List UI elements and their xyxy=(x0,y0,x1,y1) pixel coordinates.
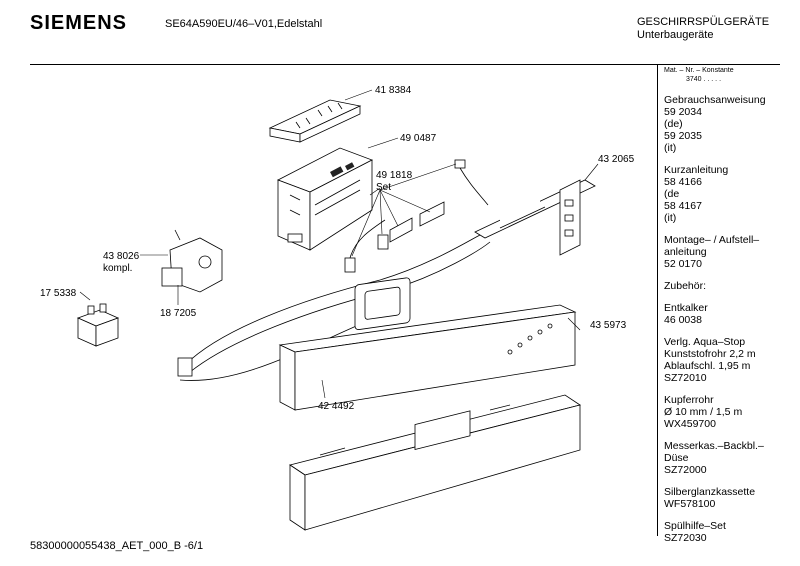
part-label-490487: 49 0487 xyxy=(400,133,437,144)
sidebar-line: 59 2034 xyxy=(664,106,702,118)
leader-lines xyxy=(79,89,599,399)
sidebar-line: Kurzanleitung xyxy=(664,164,729,176)
sidebar-line: Verlg. Aqua–Stop xyxy=(664,336,746,348)
sidebar-line: Silberglanzkassette xyxy=(664,486,756,498)
sidebar-line: 58 4167 xyxy=(664,200,702,212)
control-panel-part xyxy=(278,277,581,531)
sidebar-divider xyxy=(657,64,658,536)
sidebar-line: SZ72010 xyxy=(664,372,707,384)
valve-part xyxy=(161,229,223,293)
sidebar-line: 52 0170 xyxy=(664,258,702,270)
sidebar-line: (it) xyxy=(664,212,677,224)
sidebar-line: (it) xyxy=(664,142,677,154)
relay-part xyxy=(76,303,120,347)
sidebar-line: Gebrauchsanweisung xyxy=(664,94,766,106)
brand-logo: SIEMENS xyxy=(30,12,128,34)
sidebar-line: anleitung xyxy=(664,246,707,258)
sidebar-line: 46 0038 xyxy=(664,314,702,326)
part-label-432065: 43 2065 xyxy=(598,154,635,165)
sidebar: Mat. – Nr. – Konstante 3740 . . . . . Ge… xyxy=(664,66,794,544)
category-title: GESCHIRRSPÜLGERÄTE xyxy=(637,16,770,28)
part-label-187205: 18 7205 xyxy=(160,308,197,319)
sidebar-line: Messerkas.–Backbl.– xyxy=(664,440,764,452)
sidebar-group: Zubehör: xyxy=(664,280,794,292)
part-label-set: Set xyxy=(376,182,391,193)
sidebar-line: Entkalker xyxy=(664,302,708,314)
sidebar-line: 58 4166 xyxy=(664,176,702,188)
mat-nr-header: Mat. – Nr. – Konstante xyxy=(664,67,734,74)
sidebar-line: SZ72000 xyxy=(664,464,707,476)
category-subtitle: Unterbaugeräte xyxy=(637,29,714,41)
document-footer: 58300000055438_AET_000_B -6/1 xyxy=(30,540,204,552)
sidebar-line: Kupferrohr xyxy=(664,394,714,406)
part-label-175338: 17 5338 xyxy=(40,288,77,299)
button-strip-part xyxy=(268,99,362,143)
sidebar-line: Zubehör: xyxy=(664,280,707,292)
sidebar-line: Düse xyxy=(664,452,689,464)
part-label-438026: 43 8026 xyxy=(103,251,140,262)
part-label-435973: 43 5973 xyxy=(590,320,627,331)
model-number: SE64A590EU/46–V01,Edelstahl xyxy=(165,18,323,30)
sidebar-line: WF578100 xyxy=(664,498,716,510)
control-module-part xyxy=(277,147,373,251)
mat-nr-value: 3740 . . . . . xyxy=(686,76,722,83)
part-label-418384: 41 8384 xyxy=(375,85,412,96)
sidebar-line: Montage– / Aufstell– xyxy=(664,234,760,246)
sidebar-line: SZ72030 xyxy=(664,532,707,544)
exploded-diagram: 41 8384 49 0487 49 1818 Set 43 2065 43 8… xyxy=(40,85,635,531)
sidebar-line: (de xyxy=(664,188,680,200)
part-label-491818: 49 1818 xyxy=(376,170,413,181)
sidebar-line: Ø 10 mm / 1,5 m xyxy=(664,406,743,418)
header-divider xyxy=(30,64,780,65)
sidebar-line: (de) xyxy=(664,118,683,130)
sidebar-line: Kunststofrohr 2,2 m xyxy=(664,348,756,360)
connector-set-part xyxy=(344,159,489,273)
part-label-424492: 42 4492 xyxy=(318,401,355,412)
part-label-kompl: kompl. xyxy=(103,263,132,274)
sidebar-line: Ablaufschl. 1,95 m xyxy=(664,360,751,372)
sidebar-line: 59 2035 xyxy=(664,130,702,142)
cable-harness-part xyxy=(177,179,596,381)
sidebar-line: Spülhilfe–Set xyxy=(664,520,726,532)
sidebar-line: WX459700 xyxy=(664,418,716,430)
